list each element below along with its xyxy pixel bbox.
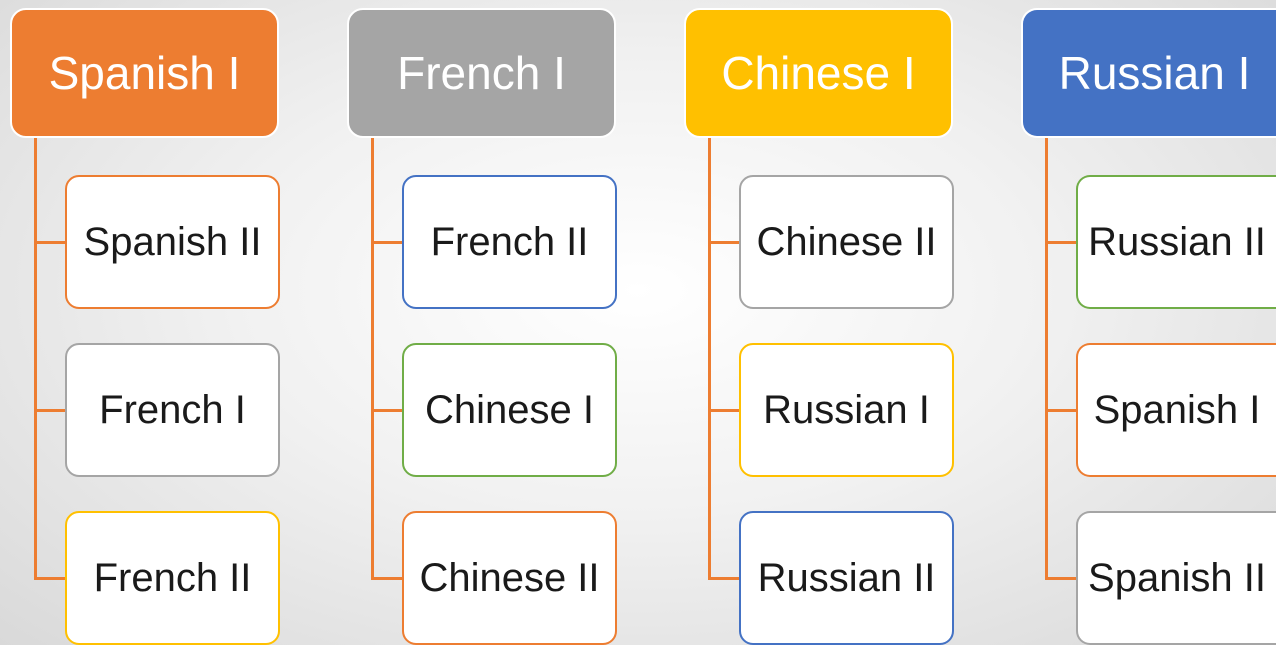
connector-branch — [1045, 241, 1076, 244]
child-node: French I — [65, 343, 280, 477]
child-node: Chinese II — [739, 175, 954, 309]
child-node: French II — [402, 175, 617, 309]
child-node: Spanish II — [65, 175, 280, 309]
child-node: Russian II — [1076, 175, 1276, 309]
column-header: Russian I — [1021, 8, 1276, 138]
column-header: French I — [347, 8, 616, 138]
connector-line — [34, 138, 37, 579]
connector-branch — [708, 409, 739, 412]
connector-branch — [34, 241, 65, 244]
hierarchy-column-chinese: Chinese I Chinese II Russian I Russian I… — [674, 0, 954, 645]
connector-line — [708, 138, 711, 579]
connector-branch — [371, 409, 402, 412]
hierarchy-column-russian: Russian I Russian II Spanish I Spanish I… — [1011, 0, 1276, 645]
connector-branch — [34, 409, 65, 412]
child-node: Russian I — [739, 343, 954, 477]
connector-branch — [708, 241, 739, 244]
hierarchy-column-spanish: Spanish I Spanish II French I French II — [0, 0, 280, 645]
hierarchy-column-french: French I French II Chinese I Chinese II — [337, 0, 617, 645]
connector-branch — [1045, 577, 1076, 580]
connector-branch — [371, 577, 402, 580]
column-header: Chinese I — [684, 8, 953, 138]
connector-line — [371, 138, 374, 579]
child-node: Chinese II — [402, 511, 617, 645]
connector-branch — [371, 241, 402, 244]
column-header: Spanish I — [10, 8, 279, 138]
child-node: French II — [65, 511, 280, 645]
connector-line — [1045, 138, 1048, 579]
connector-branch — [708, 577, 739, 580]
child-node: Spanish II — [1076, 511, 1276, 645]
connector-branch — [1045, 409, 1076, 412]
child-node: Chinese I — [402, 343, 617, 477]
child-node: Spanish I — [1076, 343, 1276, 477]
child-node: Russian II — [739, 511, 954, 645]
connector-branch — [34, 577, 65, 580]
